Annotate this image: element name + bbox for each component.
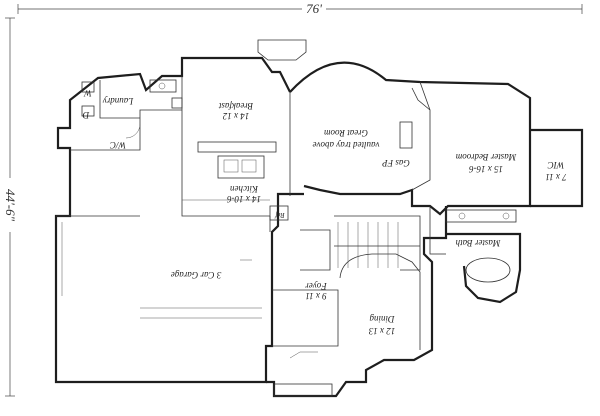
breakfast-name: Breakfast [218, 101, 253, 111]
great-room-name: Great Room [324, 128, 368, 138]
master-bedroom-size: 15 x 16-6 [469, 164, 503, 174]
laundry-label: Laundry [103, 96, 135, 106]
dining-size: 12 x 13 [368, 326, 395, 336]
width-dimension-label: 76' [306, 1, 322, 16]
foyer-name: Foyer [305, 281, 328, 291]
foyer-size: 9 x 11 [305, 291, 326, 301]
wic-left-label: W/C [109, 140, 126, 150]
bathtub [465, 257, 511, 283]
great-room-note: vaulted tray above [313, 140, 380, 150]
ref-label: Ref [274, 211, 285, 219]
kitchen-size: 14 x 10-6 [227, 194, 261, 204]
master-bedroom-name: Master Bedroom [455, 152, 517, 162]
breakfast-size: 14 x 12 [222, 111, 249, 121]
interior-walls [56, 76, 446, 350]
fixtures [81, 39, 517, 397]
kitchen-name: Kitchen [230, 184, 259, 194]
exterior-walls [54, 56, 584, 398]
dining-name: Dining [369, 314, 396, 324]
gas-fp-label: Gas FP [382, 158, 410, 168]
depth-dimension-label: 44'-6" [3, 189, 18, 222]
garage-label: 3 Car Garage [171, 270, 223, 280]
garage-doors [61, 222, 262, 319]
master-bath-label: Master Bath [455, 238, 501, 248]
washer-label: W [83, 88, 92, 98]
wic-right-name: WIC [547, 160, 564, 170]
dryer-label: D [82, 110, 90, 120]
staircase [334, 222, 420, 268]
wic-right-size: 7 x 11 [545, 172, 566, 182]
room-labels: Laundry W D W/C Breakfast 14 x 12 Kitche… [82, 88, 566, 336]
dimension-lines [5, 4, 583, 397]
